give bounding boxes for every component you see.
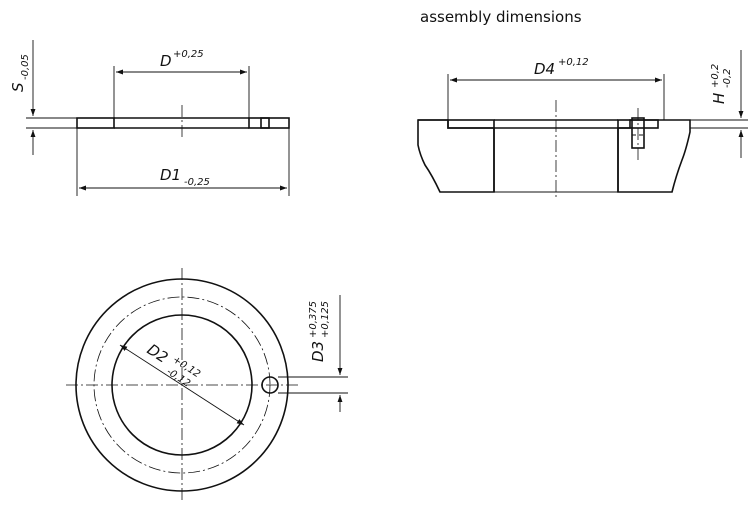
assembly-section-view: D4 +0,12 H +0,2 -0,2	[417, 50, 748, 200]
d4-label: D4	[534, 60, 555, 78]
plan-view: D2 +0,12 -0,12 D3 +0,375 +0,125	[66, 268, 348, 502]
d-label: D	[160, 52, 172, 70]
side-section-view: D +0,25 D1 -0,25 S -0,05	[9, 40, 290, 196]
d3-tolerance-lower: +0,125	[320, 301, 331, 338]
d3-tolerance-upper: +0,375	[308, 301, 319, 338]
housing-left	[417, 119, 495, 193]
h-label: H	[710, 93, 728, 104]
washer-left-section	[76, 117, 115, 129]
assembly-dimensions-title: assembly dimensions	[420, 8, 582, 26]
d1-label: D1	[160, 166, 181, 184]
s-label: S	[9, 82, 27, 92]
h-tolerance-lower: -0,2	[722, 68, 733, 88]
d4-tolerance: +0,12	[558, 57, 589, 68]
d2-dimension-line	[119, 344, 245, 426]
d1-tolerance: -0,25	[184, 177, 210, 188]
d3-label: D3	[309, 341, 327, 362]
assembly-washer-left	[447, 119, 495, 129]
h-tolerance-upper: +0,2	[710, 64, 721, 88]
housing-right	[617, 119, 691, 193]
s-tolerance: -0,05	[20, 54, 31, 80]
d-tolerance: +0,25	[173, 49, 204, 60]
